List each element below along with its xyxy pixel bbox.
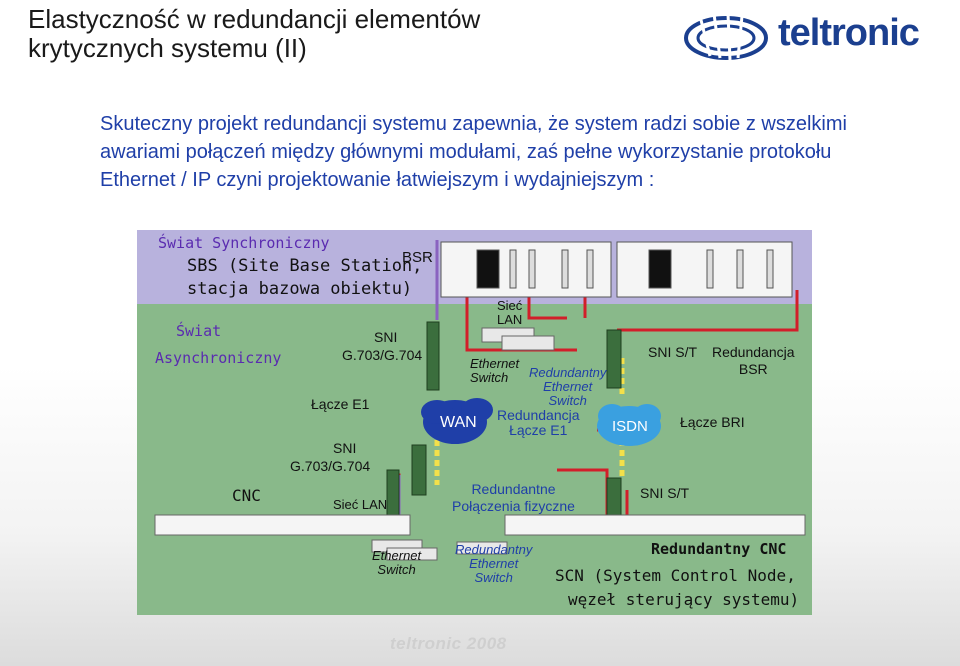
siec-lan-bottom-label: Sieć LAN	[333, 497, 388, 512]
cnc-label: CNC	[232, 486, 261, 505]
g703-bottom-label: G.703/G.704	[290, 458, 371, 474]
red-eth-1: Redundantny	[529, 365, 607, 380]
ethernet-switch-bottom	[371, 539, 508, 561]
teltronic-logo-icon	[684, 13, 768, 61]
sni-top-label: SNI	[374, 329, 398, 345]
ethernet-switch-bottom-label: Ethernet Switch	[372, 549, 421, 577]
sync-world-label: Świat Synchroniczny	[158, 234, 330, 252]
isdn-label: ISDN	[612, 418, 648, 435]
redundant-physical-links-label: Redundantne Połączenia fizyczne	[452, 481, 575, 515]
async-world-label-1: Świat	[176, 322, 222, 340]
cnc-rack-right	[504, 514, 806, 536]
red-bsr-2: BSR	[738, 361, 768, 377]
redundancy-e1-label: Redundancja Łącze E1	[497, 408, 580, 438]
sni-st-bottom-label: SNI S/T	[640, 485, 690, 501]
headline-text: Skuteczny projekt redundancji systemu za…	[100, 113, 847, 191]
siec-lan-top-label: Sieć LAN	[497, 299, 522, 327]
sni-st-top-label: SNI S/T	[648, 344, 698, 360]
ethernet-switch-label: Ethernet Switch	[470, 357, 519, 385]
red-link-sbs-mid	[527, 290, 567, 320]
async-world-label-2: Asynchroniczny	[155, 349, 282, 367]
title-line-1: Elastyczność w redundancji elementów	[28, 4, 481, 34]
red-eth-3: Switch	[548, 393, 587, 408]
logo-text: teltronic	[778, 12, 920, 54]
red-phys-1: Redundantne	[471, 481, 556, 497]
red-sw-b3: Switch	[474, 570, 513, 585]
eth-sw-b2: Switch	[377, 562, 416, 577]
red-link-bsr-right	[617, 290, 799, 332]
wan-label: WAN	[440, 414, 477, 431]
red-bsr-1: Redundancja	[712, 344, 795, 360]
red-sw-b1: Redundantny	[455, 542, 533, 557]
redundant-ethernet-switch-bottom-label: Redundantny Ethernet Switch	[455, 543, 532, 585]
eth-switch-1: Ethernet	[470, 356, 520, 371]
sbs-rack-1	[440, 241, 612, 298]
siec-lan-top-2: LAN	[497, 312, 523, 327]
g703-top-label: G.703/G.704	[342, 347, 423, 363]
sni-bottom-label: SNI	[333, 440, 357, 456]
sbs-label-1: SBS (Site Base Station,	[187, 256, 423, 276]
scn-label-1: SCN (System Control Node,	[555, 566, 796, 585]
scn-label-2: węzeł sterujący systemu)	[568, 590, 800, 609]
redundant-ethernet-switch-label: Redundantny Ethernet Switch	[529, 366, 606, 408]
red-e1-1: Redundancja	[497, 407, 580, 423]
redundancy-bsr-label: Redundancja BSR	[712, 344, 795, 378]
isdn-cloud-icon	[597, 404, 661, 446]
siec-lan-top-1: Sieć	[497, 298, 523, 313]
eth-sw-b1: Ethernet	[372, 548, 422, 563]
diagram-graphics	[154, 240, 806, 561]
red-e1-2: Łącze E1	[509, 422, 568, 438]
lacze-e1-label: Łącze E1	[311, 396, 370, 412]
title-line-2: krytycznych systemu (II)	[28, 33, 307, 63]
modem-card-right	[606, 329, 622, 527]
sbs-label-2: stacja bazowa obiektu)	[187, 279, 413, 299]
red-sw-b2: Ethernet	[469, 556, 519, 571]
wan-cloud-icon	[421, 398, 493, 444]
modem-card-left	[386, 321, 440, 521]
sbs-rack-2	[616, 241, 793, 298]
slide-title: Elastyczność w redundancji elementów kry…	[28, 5, 668, 63]
bsr-label: BSR	[402, 249, 433, 266]
red-phys-2: Połączenia fizyczne	[452, 498, 575, 514]
red-eth-2: Ethernet	[543, 379, 593, 394]
eth-switch-2: Switch	[470, 370, 509, 385]
ethernet-switch-top	[481, 327, 555, 351]
footer-text: teltronic 2008	[390, 634, 507, 653]
redundant-cnc-label: Redundantny CNC	[651, 540, 787, 558]
cnc-rack-left	[154, 514, 411, 536]
lacze-bri-label: Łącze BRI	[680, 414, 745, 430]
